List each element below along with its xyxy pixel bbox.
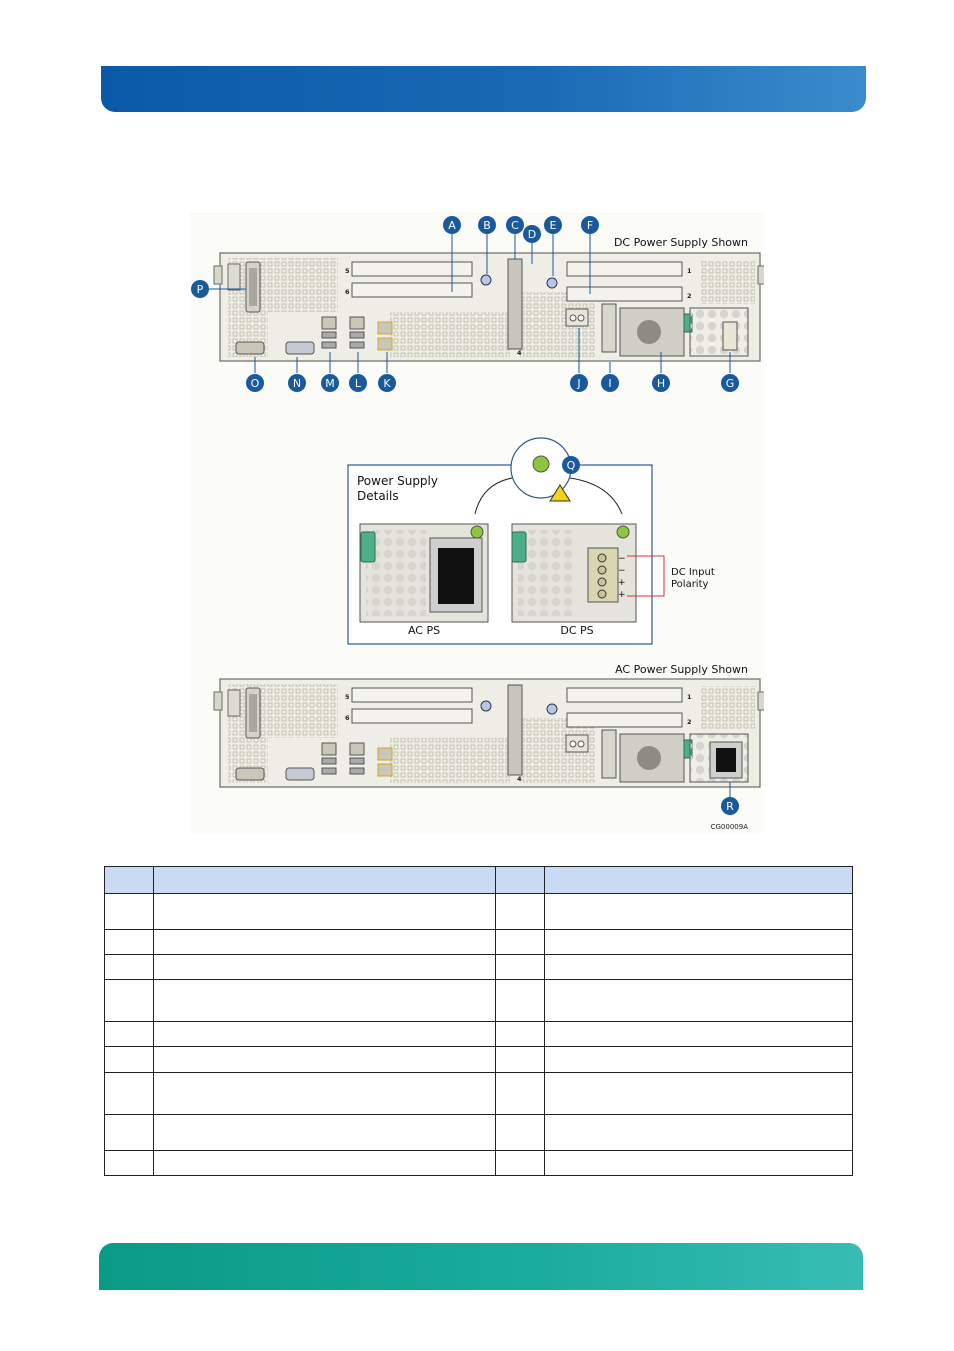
slot-1-label-bottom: 1 — [687, 693, 692, 701]
polarity-label-line1: DC Input — [671, 567, 715, 578]
callout-e: E — [544, 216, 562, 234]
svg-text:L: L — [355, 377, 362, 390]
slot-2-label-bottom: 2 — [687, 718, 692, 726]
callout-h: H — [652, 374, 670, 392]
power-supply-details-box: Power Supply Details Q AC PS − − + + DC … — [347, 437, 715, 645]
svg-text:C: C — [511, 219, 519, 232]
callout-d: D — [523, 225, 541, 243]
callout-b: B — [478, 216, 496, 234]
bottom-chassis: 5 6 4 1 2 R — [213, 678, 767, 815]
callout-o: O — [246, 374, 264, 392]
table-row — [104, 1046, 853, 1073]
slot-6-label-bottom: 6 — [345, 714, 350, 722]
legend-col-3-header — [495, 866, 545, 894]
polarity-sign-4: + — [618, 590, 626, 600]
server-rear-panel-figure: DC Power Supply Shown 5 6 4 1 2 — [190, 212, 767, 833]
table-row — [104, 1021, 853, 1047]
callout-j: J — [570, 374, 588, 392]
callout-g: G — [721, 374, 739, 392]
polarity-label-line2: Polarity — [671, 579, 709, 590]
polarity-sign-1: − — [618, 554, 626, 564]
svg-text:I: I — [608, 377, 611, 390]
svg-text:M: M — [325, 377, 335, 390]
table-row — [104, 893, 853, 930]
slot-6-label: 6 — [345, 288, 350, 296]
table-row — [104, 1072, 853, 1115]
callout-k: K — [378, 374, 396, 392]
callout-m: M — [321, 374, 339, 392]
callout-q — [562, 456, 580, 474]
callout-i: I — [601, 374, 619, 392]
page-header-bar — [101, 66, 866, 112]
bottom-caption: AC Power Supply Shown — [615, 663, 748, 676]
slot-4-label: 4 — [517, 349, 522, 357]
top-caption: DC Power Supply Shown — [614, 236, 748, 249]
legend-col-1-header — [104, 866, 154, 894]
legend-col-2-header — [153, 866, 496, 894]
callout-c: C — [506, 216, 524, 234]
polarity-sign-3: + — [618, 578, 626, 588]
slot-4-label-bottom: 4 — [517, 775, 522, 783]
svg-text:H: H — [657, 377, 665, 390]
table-row — [104, 1114, 853, 1151]
top-chassis: 5 6 4 1 2 — [213, 252, 767, 362]
slot-2-label: 2 — [687, 292, 692, 300]
details-title-line1: Power Supply — [357, 474, 438, 488]
svg-text:A: A — [448, 219, 456, 232]
svg-text:O: O — [251, 377, 260, 390]
callout-a: A — [443, 216, 461, 234]
legend-col-4-header — [544, 866, 853, 894]
figure-id: CG00009A — [711, 823, 749, 831]
callout-n: N — [288, 374, 306, 392]
dc-ps-label: DC PS — [560, 624, 593, 637]
ac-ps-label: AC PS — [408, 624, 440, 637]
svg-text:J: J — [576, 377, 580, 390]
callout-p: P — [191, 280, 209, 298]
callout-f: F — [581, 216, 599, 234]
bottom-leader-lines — [254, 328, 731, 373]
callout-l: L — [349, 374, 367, 392]
svg-text:P: P — [197, 283, 204, 296]
svg-text:B: B — [483, 219, 491, 232]
callout-r — [721, 797, 739, 815]
table-row — [104, 954, 853, 980]
svg-text:E: E — [550, 219, 557, 232]
callout-r-label: R — [726, 800, 734, 813]
page-footer-bar — [99, 1243, 863, 1290]
legend-table — [104, 866, 853, 1176]
slot-5-label: 5 — [345, 267, 350, 275]
callout-q-label: Q — [567, 459, 576, 472]
table-row — [104, 979, 853, 1022]
svg-text:G: G — [726, 377, 735, 390]
slot-1-label: 1 — [687, 267, 692, 275]
details-title-line2: Details — [357, 489, 399, 503]
svg-text:K: K — [383, 377, 391, 390]
top-leader-lines — [208, 234, 591, 294]
svg-text:F: F — [587, 219, 593, 232]
polarity-sign-2: − — [618, 566, 626, 576]
table-row — [104, 1150, 853, 1176]
table-row — [104, 929, 853, 955]
svg-text:N: N — [293, 377, 301, 390]
slot-5-label-bottom: 5 — [345, 693, 350, 701]
svg-text:D: D — [528, 228, 536, 241]
server-rear-diagram: DC Power Supply Shown 5 6 4 1 2 — [191, 216, 767, 831]
legend-table-header — [104, 866, 853, 894]
